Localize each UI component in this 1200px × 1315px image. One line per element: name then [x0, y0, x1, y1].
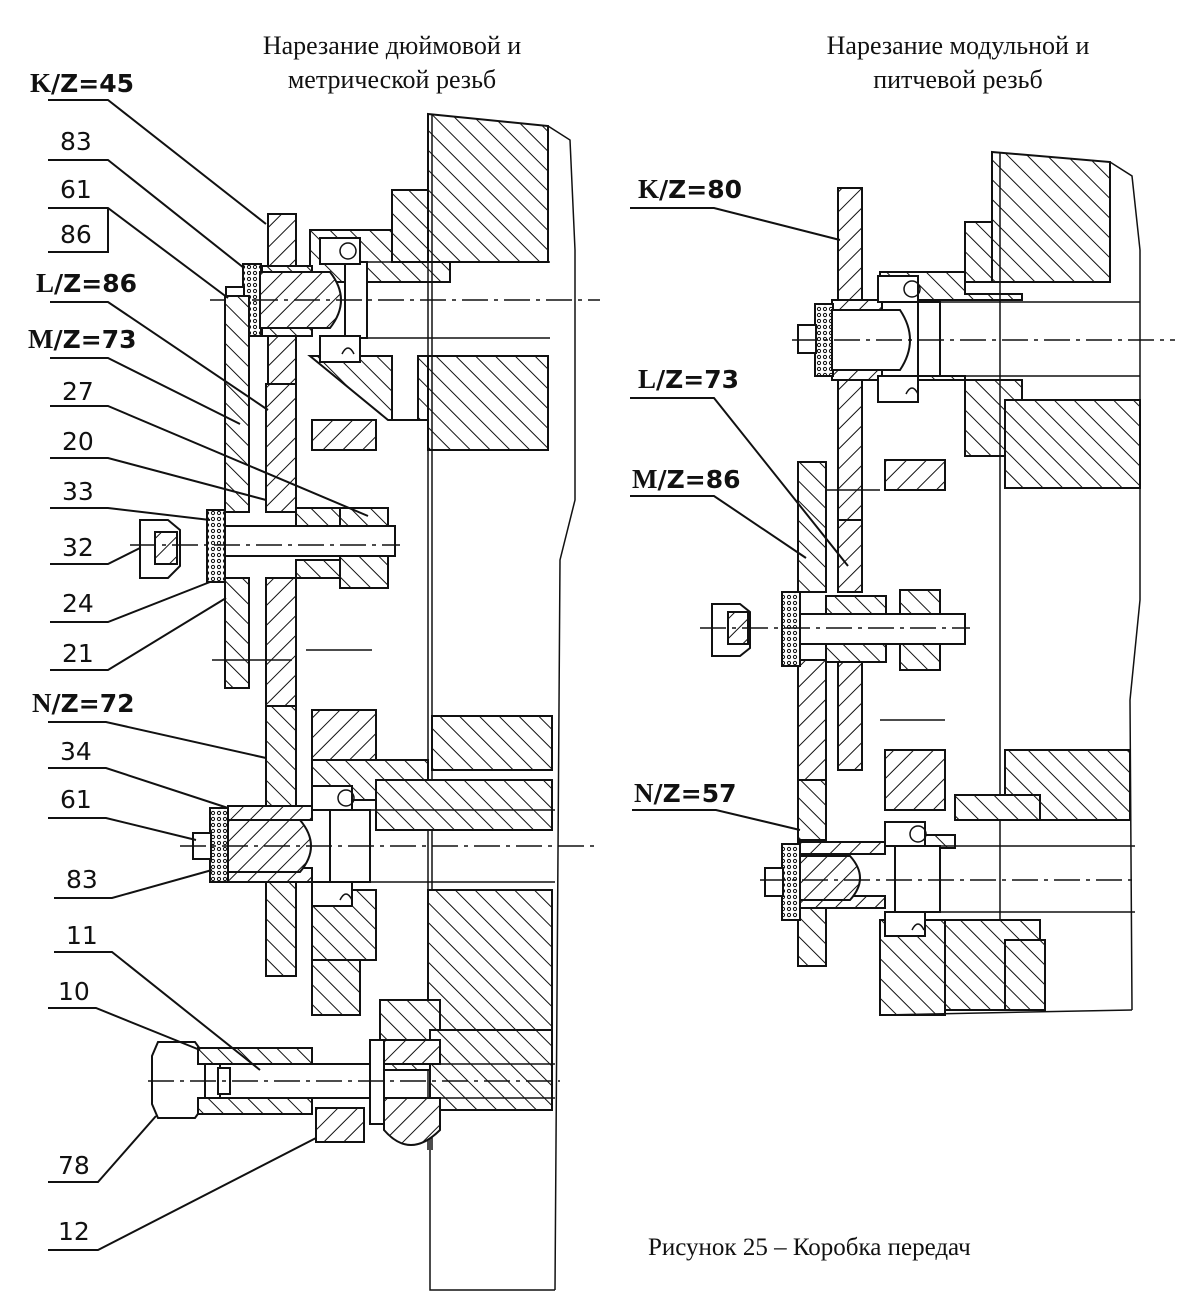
part-label-32: 32: [62, 533, 94, 562]
left-lower-shaft-assembly: [180, 705, 600, 977]
right-upper-shaft-assembly: [792, 187, 1175, 521]
left-middle-screw: [224, 525, 396, 557]
right-lower-knurled-nut: [781, 843, 801, 921]
part-label-83-top: 83: [60, 127, 92, 156]
left-gear-n-bottom: [265, 875, 297, 977]
right-lower-sleeve: [799, 855, 861, 901]
part-label-61-top: 61: [60, 175, 92, 204]
left-title-line2: метрической резьб: [288, 65, 496, 94]
right-gear-l-top: [837, 519, 863, 593]
part-label-33: 33: [62, 477, 94, 506]
sleeve-10-bottom: [197, 1097, 313, 1115]
part-label-20: 20: [62, 427, 94, 456]
part-label-24: 24: [62, 589, 94, 618]
left-gear-m-bottom: [224, 577, 250, 689]
hex-nut-78: [151, 1041, 206, 1119]
right-idler-gear-bottom: [884, 749, 946, 811]
left-lower-knurled-nut: [209, 807, 229, 883]
gear-label-k-left: K/Z=45: [30, 68, 134, 98]
left-gear-l-top: [265, 383, 297, 513]
right-title-line2: питчевой резьб: [873, 65, 1043, 94]
part-label-78: 78: [58, 1151, 90, 1180]
washer-12: [315, 1107, 365, 1143]
gear-label-l-left: L/Z=86: [36, 268, 137, 298]
sleeve-10-top: [197, 1047, 313, 1065]
gear-label-l-right: L/Z=73: [638, 364, 739, 394]
right-title-line1: Нарезание модульной и: [827, 31, 1090, 60]
left-bottom-bolt-assembly: [148, 1039, 560, 1146]
right-gear-k-top: [837, 187, 863, 309]
left-idler-gear-top: [311, 419, 377, 451]
right-idler-gear-top: [884, 459, 946, 491]
part-label-21: 21: [62, 639, 94, 668]
part-label-12: 12: [58, 1217, 90, 1246]
part-label-34: 34: [60, 737, 92, 766]
figure-caption: Рисунок 25 – Коробка передач: [648, 1234, 971, 1261]
right-housing-mid-block: [1004, 399, 1141, 489]
right-middle-screw: [799, 613, 966, 645]
part-label-86-boxed: 86: [60, 220, 92, 249]
gear-label-m-right: M/Z=86: [632, 464, 740, 494]
left-gear-m-top: [224, 295, 250, 513]
right-gear-m-top: [797, 461, 827, 593]
left-labels: K/Z=45 83 61 86 L/Z=86 M/Z=73 27 20 33 3…: [28, 68, 369, 1251]
left-housing-top-block: [427, 112, 549, 263]
gear-label-m-left: M/Z=73: [28, 324, 136, 354]
gear-label-k-right: K/Z=80: [638, 174, 742, 204]
right-gear-n-bottom: [797, 905, 827, 967]
right-gear-l-bottom: [837, 659, 863, 771]
left-gear-n-top: [265, 705, 297, 807]
part-label-11: 11: [66, 921, 98, 950]
right-gear-k-bottom: [837, 369, 863, 521]
left-middle-stud-assembly: [130, 295, 400, 779]
left-housing-mid-block: [427, 355, 549, 451]
right-lower-shaft-assembly: [760, 779, 1135, 967]
right-labels: K/Z=80 L/Z=73 M/Z=86 N/Z=57: [630, 174, 849, 831]
right-lower-bolt-head: [764, 867, 784, 897]
right-middle-knurled-nut: [781, 591, 801, 667]
gear-label-n-right: N/Z=57: [634, 778, 737, 808]
part-label-83-bottom: 83: [66, 865, 98, 894]
part-label-10: 10: [58, 977, 90, 1006]
gear-label-n-left: N/Z=72: [32, 688, 135, 718]
part-label-61-bottom: 61: [60, 785, 92, 814]
right-gear-n-top: [797, 779, 827, 841]
right-upper-bolt-head: [797, 324, 817, 354]
left-gear-k-bottom: [267, 329, 297, 391]
right-upper-sleeve: [831, 309, 911, 371]
part-label-27: 27: [62, 377, 94, 406]
right-housing-top-block: [991, 150, 1111, 283]
left-title-line1: Нарезание дюймовой и: [263, 31, 521, 60]
